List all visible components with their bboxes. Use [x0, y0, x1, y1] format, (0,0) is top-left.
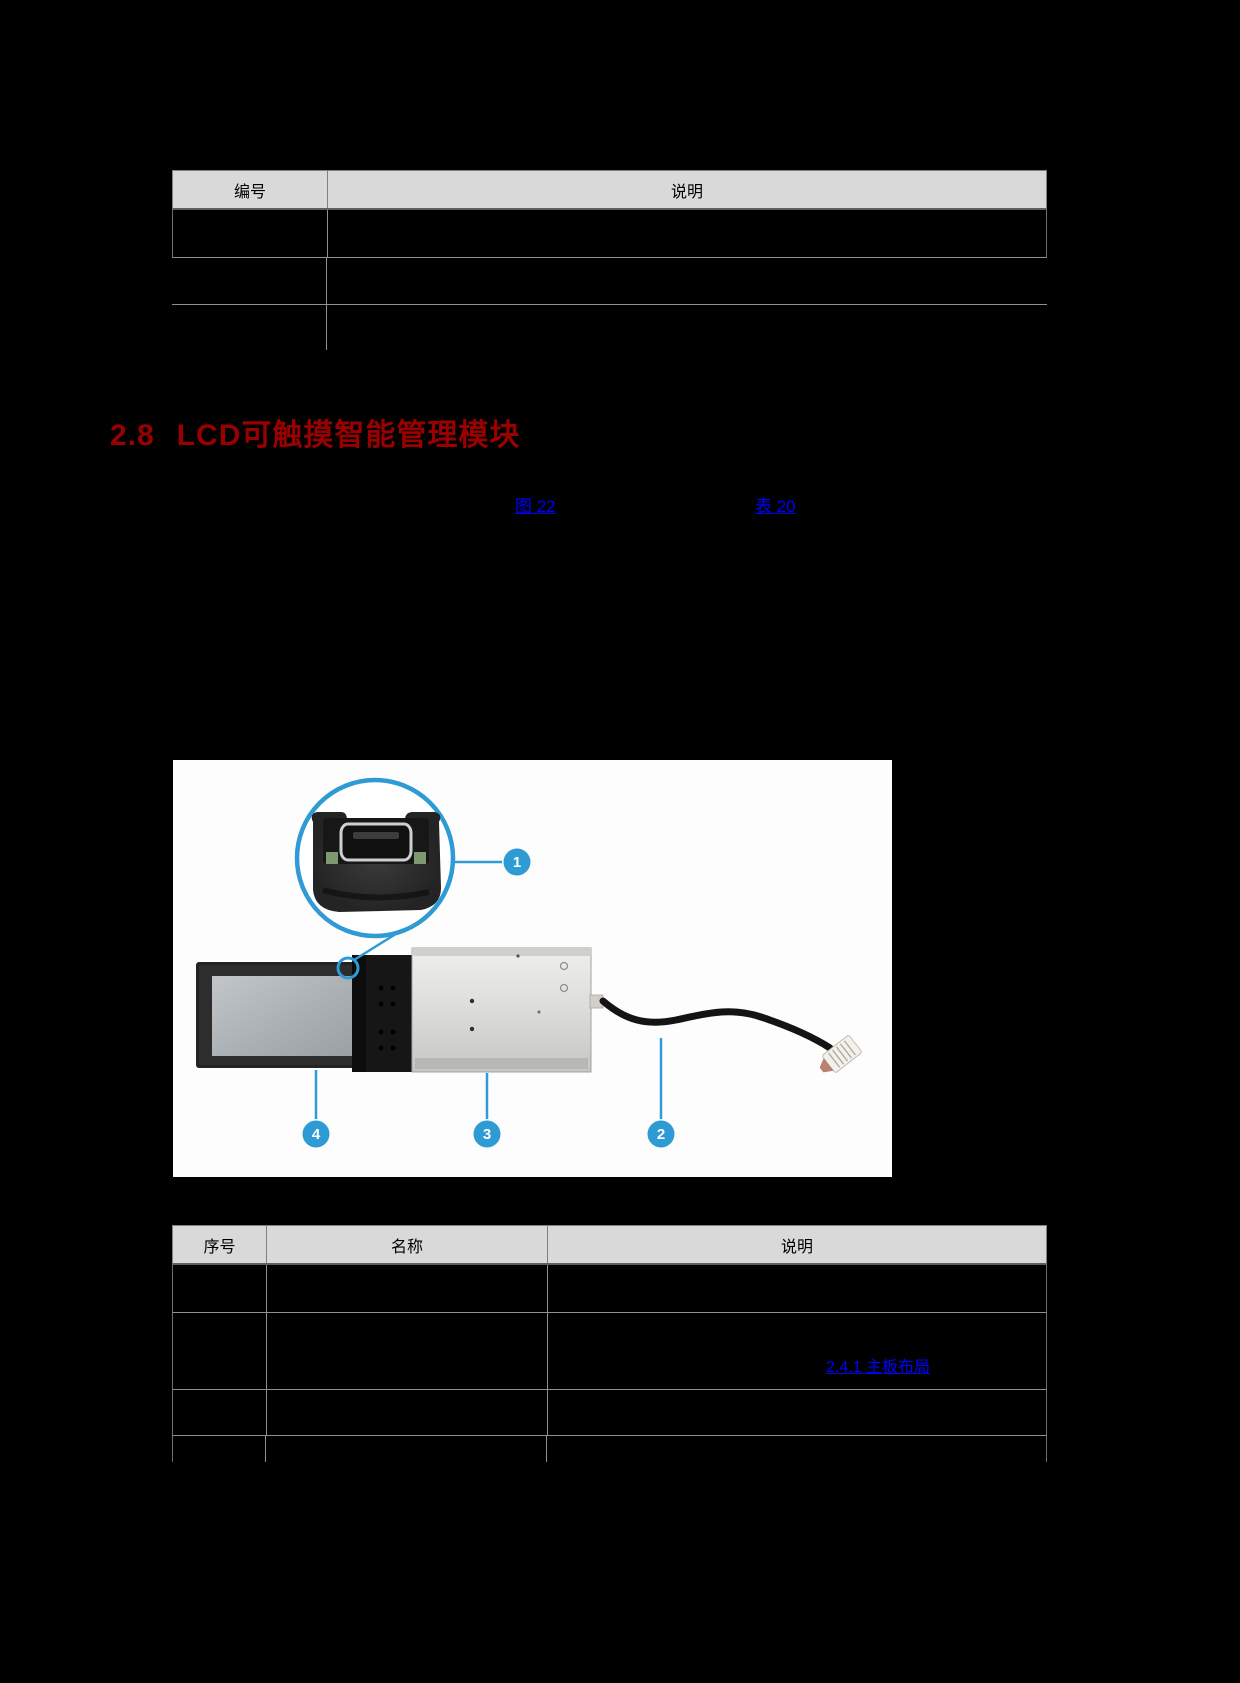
section-number: 2.8 — [110, 419, 155, 452]
callout-badge-3: 3 — [473, 1120, 501, 1148]
bottom-table-header-name: 名称 — [266, 1226, 547, 1263]
figure-reference-link[interactable]: 图 22 — [515, 497, 556, 516]
callout-badge-1: 1 — [503, 848, 531, 876]
bottom-table: 序号 名称 说明 — [172, 1225, 1047, 1462]
table-row — [172, 1313, 1047, 1390]
table-row-partial — [172, 305, 1047, 350]
table-row — [172, 210, 1047, 258]
table-row-partial — [172, 1436, 1047, 1462]
lcd-module-photo — [196, 947, 862, 1073]
board-layout-link[interactable]: 2.4.1 主板布局 — [826, 1359, 931, 1376]
body-cell — [547, 1265, 1046, 1312]
magnifier-circle — [294, 777, 456, 939]
metal-enclosure — [411, 947, 592, 1073]
body-cell — [172, 258, 326, 304]
body-cell — [173, 1313, 266, 1389]
section-heading: 2.8 LCD可触摸智能管理模块 — [110, 410, 520, 454]
body-cell — [547, 1313, 1046, 1389]
bottom-table-header-row: 序号 名称 说明 — [172, 1225, 1047, 1265]
body-cell — [327, 210, 1046, 257]
bottom-table-header-description: 说明 — [547, 1226, 1046, 1263]
locator-circle — [336, 956, 360, 980]
body-cell — [266, 1390, 547, 1435]
magnifier-leader-line — [353, 930, 400, 962]
body-cell — [173, 1390, 266, 1435]
top-table-header-row: 编号 说明 — [172, 170, 1047, 210]
body-cell — [326, 258, 1047, 304]
bottom-table-header-index: 序号 — [203, 1238, 236, 1256]
module-figure: 1 4 3 2 — [173, 760, 892, 1177]
table-reference-link[interactable]: 表 20 — [755, 497, 796, 516]
body-cell — [173, 1265, 266, 1312]
top-table-header-number: 编号 — [233, 183, 266, 201]
svg-text:3: 3 — [483, 1126, 491, 1143]
callout-badge-2: 2 — [647, 1120, 675, 1148]
column-divider — [546, 1436, 547, 1462]
table-row — [172, 258, 1047, 305]
callout-badge-4: 4 — [302, 1120, 330, 1148]
table-row — [172, 1265, 1047, 1313]
cable-connector — [819, 1035, 862, 1073]
bracket-holes — [378, 985, 396, 1051]
table-row — [172, 1390, 1047, 1436]
micro-usb-port-closeup — [311, 812, 441, 912]
column-divider — [265, 1436, 266, 1462]
body-cell — [266, 1265, 547, 1312]
top-table-header-description: 说明 — [327, 171, 1046, 208]
bracket-edge — [352, 955, 366, 1072]
micro-usb-connector — [339, 822, 413, 862]
svg-text:2: 2 — [657, 1126, 665, 1143]
enclosure-bottom-rail — [415, 1058, 588, 1069]
enclosure-top-plate — [412, 948, 591, 956]
body-cell — [266, 1313, 547, 1389]
top-table: 编号 说明 — [172, 170, 1047, 350]
column-divider — [326, 305, 327, 350]
body-cell — [173, 210, 327, 257]
cable — [599, 997, 834, 1052]
section-title: LCD可触摸智能管理模块 — [176, 419, 521, 452]
enclosure-screws — [469, 954, 569, 1032]
svg-text:4: 4 — [312, 1126, 321, 1143]
body-cell — [547, 1390, 1046, 1435]
lcd-screen — [212, 976, 352, 1056]
svg-text:1: 1 — [513, 854, 521, 871]
